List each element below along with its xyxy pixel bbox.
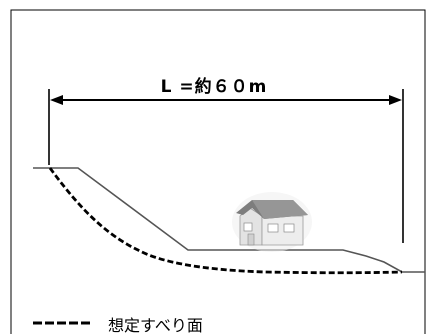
frame-border (10, 9, 426, 334)
dimension-arrow (48, 89, 404, 243)
legend-slip-surface-label: 想定すべり面 (108, 316, 203, 335)
house-icon (232, 192, 312, 252)
ground-profile (33, 167, 425, 273)
dimension-label: L =約６０m (160, 77, 268, 97)
slip-surface-curve (48, 167, 403, 275)
